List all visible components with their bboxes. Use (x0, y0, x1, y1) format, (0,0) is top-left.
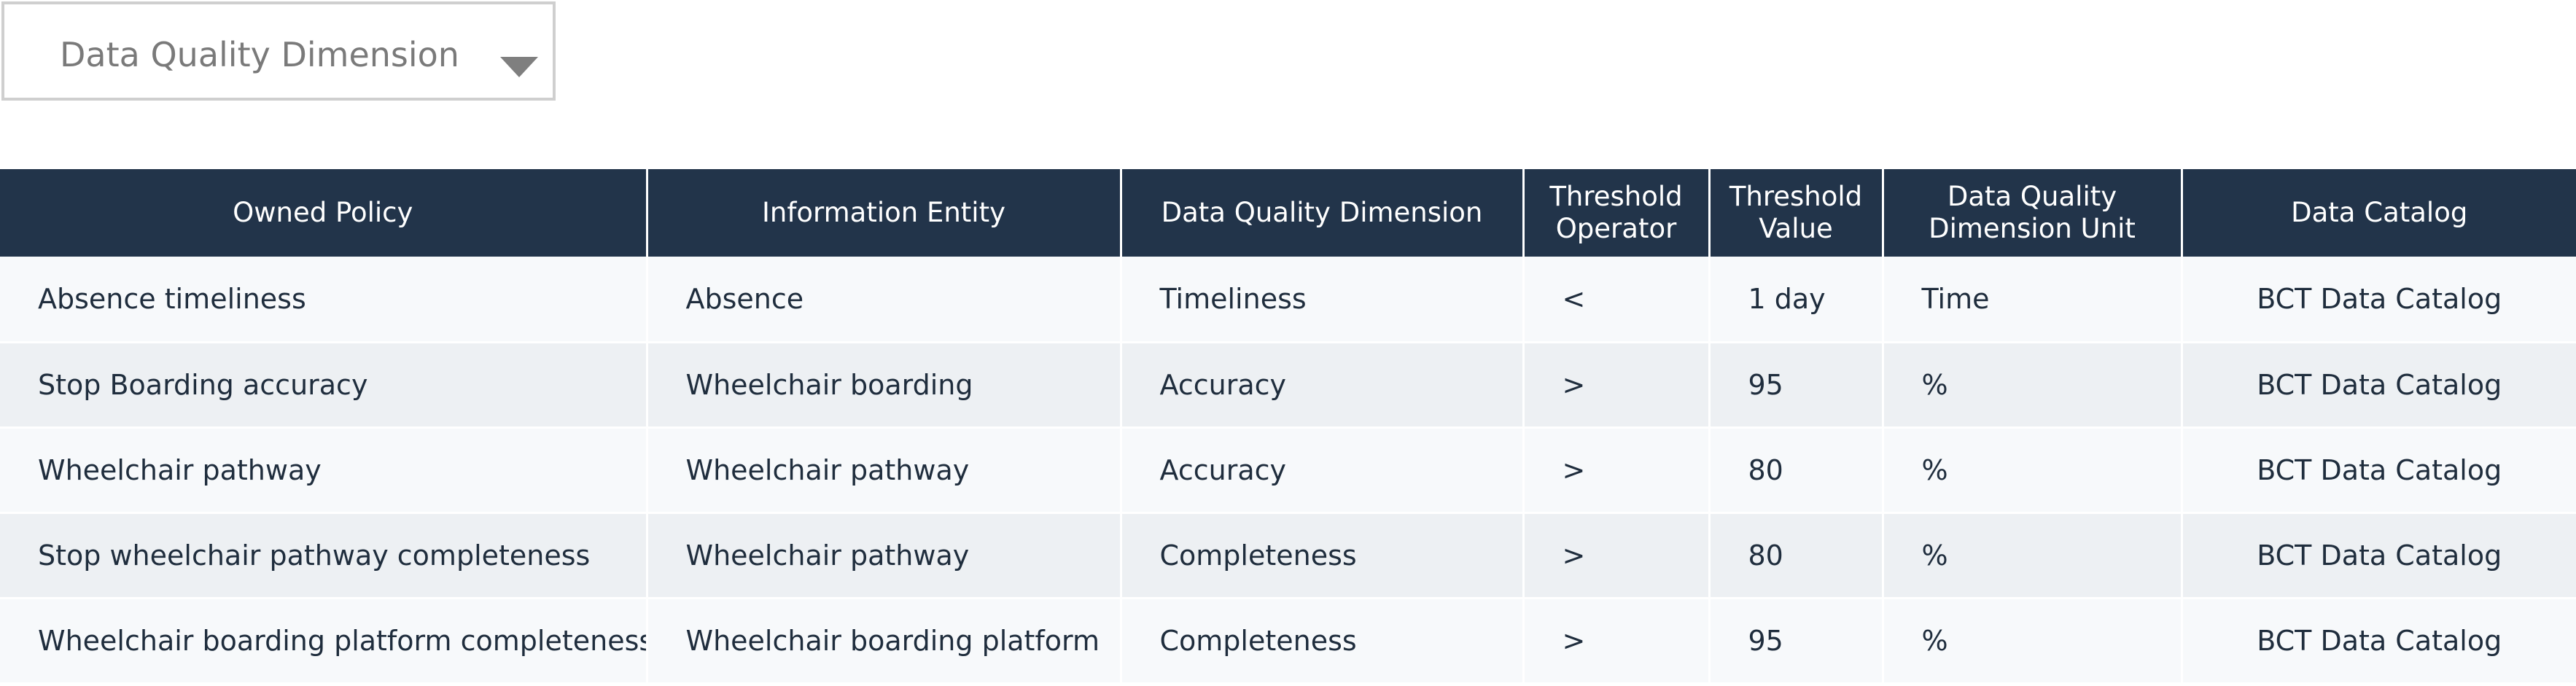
cell-owned-policy: Wheelchair pathway (0, 427, 647, 514)
cell-dimension-unit: % (1881, 512, 2182, 599)
column-header-information-entity[interactable]: Information Entity (645, 169, 1121, 257)
table-row[interactable]: Wheelchair pathway Wheelchair pathway Ac… (0, 427, 2576, 514)
table-row[interactable]: Wheelchair boarding platform completenes… (0, 598, 2576, 685)
cell-data-catalog: BCT Data Catalog (2180, 342, 2576, 429)
cell-owned-policy: Absence timeliness (0, 257, 647, 343)
cell-threshold-operator: < (1522, 257, 1709, 343)
table-header-row: Owned Policy Information Entity Data Qua… (0, 169, 2576, 257)
cell-threshold-value: 80 (1708, 512, 1883, 599)
table-row[interactable]: Stop wheelchair pathway completeness Whe… (0, 512, 2576, 599)
data-quality-table: Owned Policy Information Entity Data Qua… (0, 169, 2576, 685)
cell-owned-policy: Stop wheelchair pathway completeness (0, 512, 647, 599)
cell-threshold-operator: > (1522, 427, 1709, 514)
cell-data-quality-dimension: Completeness (1119, 512, 1523, 599)
cell-data-catalog: BCT Data Catalog (2180, 598, 2576, 685)
cell-threshold-operator: > (1522, 342, 1709, 429)
cell-threshold-value: 95 (1708, 598, 1883, 685)
cell-data-quality-dimension: Completeness (1119, 598, 1523, 685)
cell-data-quality-dimension: Accuracy (1119, 342, 1523, 429)
cell-information-entity: Wheelchair pathway (645, 427, 1121, 514)
cell-threshold-value: 80 (1708, 427, 1883, 514)
cell-dimension-unit: % (1881, 342, 2182, 429)
data-quality-dimension-dropdown[interactable]: Data Quality Dimension (1, 1, 556, 101)
cell-dimension-unit: % (1881, 427, 2182, 514)
cell-data-catalog: BCT Data Catalog (2180, 512, 2576, 599)
column-header-data-quality-dimension[interactable]: Data Quality Dimension (1119, 169, 1523, 257)
cell-data-catalog: BCT Data Catalog (2180, 257, 2576, 343)
cell-information-entity: Wheelchair boarding (645, 342, 1121, 429)
cell-threshold-value: 1 day (1708, 257, 1883, 343)
cell-dimension-unit: % (1881, 598, 2182, 685)
cell-threshold-operator: > (1522, 512, 1709, 599)
table-row[interactable]: Stop Boarding accuracy Wheelchair boardi… (0, 342, 2576, 429)
data-quality-table-container: Owned Policy Information Entity Data Qua… (0, 169, 2576, 685)
cell-data-quality-dimension: Accuracy (1119, 427, 1523, 514)
dropdown-label: Data Quality Dimension (60, 35, 459, 74)
cell-information-entity: Wheelchair pathway (645, 512, 1121, 599)
column-header-data-catalog[interactable]: Data Catalog (2180, 169, 2576, 257)
cell-information-entity: Absence (645, 257, 1121, 343)
cell-owned-policy: Wheelchair boarding platform completenes… (0, 598, 647, 685)
cell-owned-policy: Stop Boarding accuracy (0, 342, 647, 429)
cell-data-catalog: BCT Data Catalog (2180, 427, 2576, 514)
column-header-owned-policy[interactable]: Owned Policy (0, 169, 647, 257)
cell-information-entity: Wheelchair boarding platform (645, 598, 1121, 685)
cell-threshold-operator: > (1522, 598, 1709, 685)
cell-data-quality-dimension: Timeliness (1119, 257, 1523, 343)
cell-threshold-value: 95 (1708, 342, 1883, 429)
chevron-down-icon[interactable] (500, 57, 538, 77)
cell-dimension-unit: Time (1881, 257, 2182, 343)
table-row[interactable]: Absence timeliness Absence Timeliness < … (0, 257, 2576, 343)
